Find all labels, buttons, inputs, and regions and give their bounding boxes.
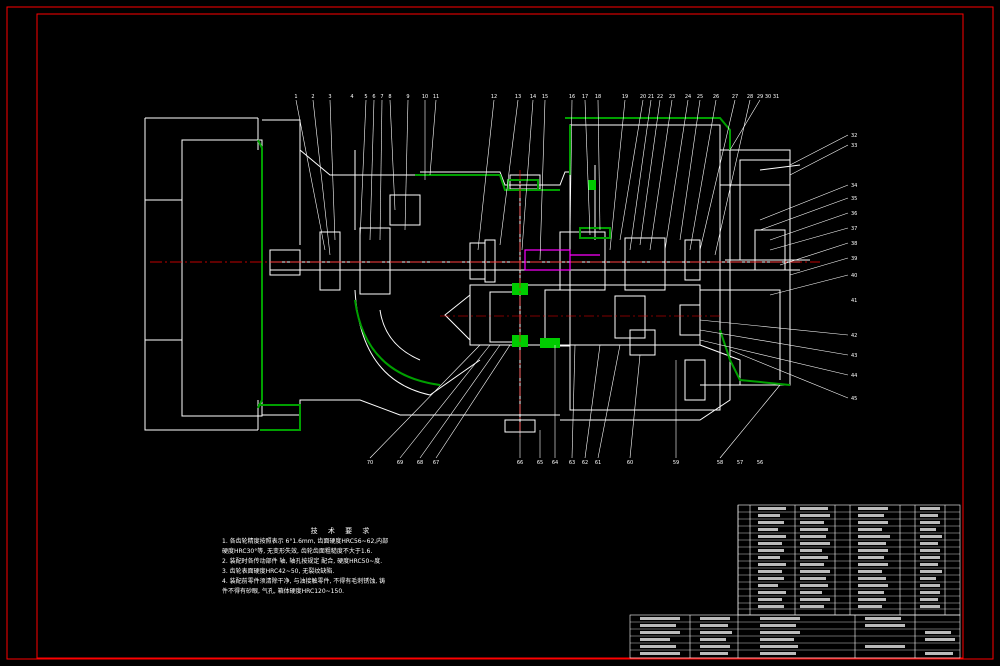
callout-number: 2	[311, 94, 314, 100]
technical-requirement-line: 件不得有砂眼, 气孔, 箱体硬度HRC120~150.	[222, 588, 345, 595]
callout-number: 6	[372, 94, 375, 100]
callout-number: 70	[367, 460, 373, 466]
callout-number: 44	[851, 373, 857, 379]
shift-fork-highlight	[524, 249, 600, 271]
callout-number: 40	[851, 273, 857, 279]
outer-border	[6, 6, 994, 660]
callout-number: 20	[640, 94, 646, 100]
callout-number: 14	[530, 94, 536, 100]
callout-numbers-right: 32 33 34 35 36 37 38 39 40 41 42 43 44 45	[851, 133, 857, 402]
callout-number: 1	[294, 94, 297, 100]
section-hatching	[257, 117, 791, 431]
callout-number: 64	[552, 460, 558, 466]
callout-number: 62	[582, 460, 588, 466]
callout-number: 57	[737, 460, 743, 466]
callout-number: 65	[537, 460, 543, 466]
callout-number: 32	[851, 133, 857, 139]
callout-number: 28	[747, 94, 753, 100]
inner-border	[36, 13, 964, 659]
callout-number: 66	[517, 460, 523, 466]
callout-number: 38	[851, 241, 857, 247]
callout-number: 67	[433, 460, 439, 466]
technical-requirement-line: 4. 装配前零件须清除干净, 与油接触零件, 不得有毛刺锈蚀, 铸	[222, 578, 386, 585]
callout-number: 25	[697, 94, 703, 100]
callout-number: 59	[673, 460, 679, 466]
callout-number: 35	[851, 196, 857, 202]
callout-number: 63	[569, 460, 575, 466]
callout-number: 37	[851, 226, 857, 232]
callout-number: 68	[417, 460, 423, 466]
callout-number: 4	[350, 94, 353, 100]
callout-number: 34	[851, 183, 857, 189]
callout-number: 10	[422, 94, 428, 100]
callout-number: 42	[851, 333, 857, 339]
callout-number: 23	[669, 94, 675, 100]
callout-number: 61	[595, 460, 601, 466]
callout-number: 26	[713, 94, 719, 100]
title-block	[629, 504, 961, 659]
callout-number: 7	[380, 94, 383, 100]
callout-number: 19	[622, 94, 628, 100]
callout-number: 24	[685, 94, 691, 100]
leader-lines	[295, 99, 849, 459]
callout-number: 58	[717, 460, 723, 466]
callout-number: 30	[765, 94, 771, 100]
callout-number: 29	[757, 94, 763, 100]
callout-number: 8	[388, 94, 391, 100]
callout-number: 16	[569, 94, 575, 100]
gearbox-section-view	[144, 117, 810, 433]
callout-number: 41	[851, 298, 857, 304]
parts-list-rows	[630, 511, 960, 651]
callout-number: 21	[648, 94, 654, 100]
technical-requirement-line: 3. 齿轮表面硬度HRC42~50, 无裂纹缺陷.	[222, 568, 335, 575]
callout-number: 3	[328, 94, 331, 100]
callout-number: 12	[491, 94, 497, 100]
callout-number: 33	[851, 143, 857, 149]
callout-number: 36	[851, 211, 857, 217]
parts-list-text	[640, 507, 955, 655]
callout-number: 17	[582, 94, 588, 100]
callout-number: 15	[542, 94, 548, 100]
technical-requirement-line: 1. 各齿轮精度按照表示 6°1.6mm, 齿面硬度HRC56~62,内部	[222, 538, 389, 545]
callout-number: 43	[851, 353, 857, 359]
callout-numbers-bottom: 70 69 68 67 66 65 64 63 62 61 60 59 58 57 56	[367, 460, 763, 466]
technical-requirement-line: 硬度HRC30°等, 无变形失效, 齿轮齿面粗糙度不大于1.6.	[222, 548, 373, 555]
callout-number: 39	[851, 256, 857, 262]
callout-number: 69	[397, 460, 403, 466]
technical-requirements: 技 术 要 求 1. 各齿轮精度按照表示 6°1.6mm, 齿面硬度HRC56~…	[222, 526, 462, 597]
callout-number: 45	[851, 396, 857, 402]
callout-number: 13	[515, 94, 521, 100]
callout-number: 11	[433, 94, 439, 100]
callout-number: 56	[757, 460, 763, 466]
callout-number: 22	[657, 94, 663, 100]
callout-number: 31	[773, 94, 779, 100]
technical-requirement-line: 2. 装配时各传动部件 轴, 轴孔按规定 配合, 硬度HRC50~度.	[222, 558, 383, 565]
callout-number: 27	[732, 94, 738, 100]
callout-number: 60	[627, 460, 633, 466]
technical-requirements-title: 技 术 要 求	[310, 527, 374, 535]
callout-number: 18	[595, 94, 601, 100]
callout-number: 5	[364, 94, 367, 100]
callout-number: 9	[406, 94, 409, 100]
